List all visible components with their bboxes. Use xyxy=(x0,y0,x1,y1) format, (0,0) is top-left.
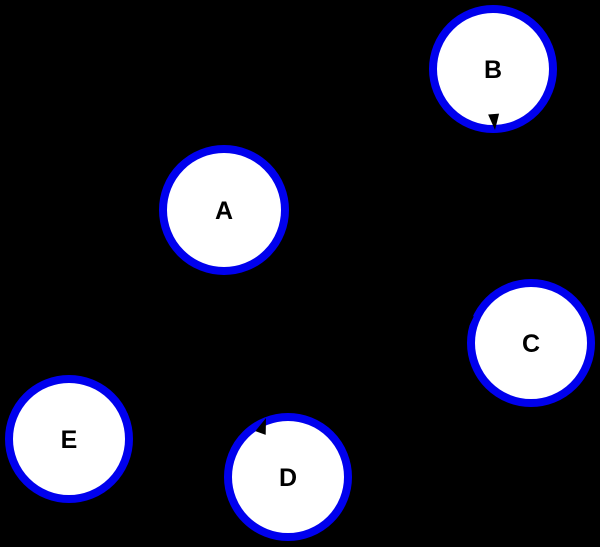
node-circle-c[interactable] xyxy=(467,279,595,407)
graph-node-a[interactable]: A xyxy=(159,145,289,275)
arrowheads-layer xyxy=(255,113,500,435)
graph-node-b[interactable]: B xyxy=(429,5,557,133)
node-circle-a[interactable] xyxy=(159,145,289,275)
node-label-c: C xyxy=(522,330,540,358)
edges-layer xyxy=(127,95,477,469)
node-label-d: D xyxy=(279,464,297,492)
node-circle-d[interactable] xyxy=(224,413,352,541)
node-label-e: E xyxy=(61,426,78,454)
graph-node-d[interactable]: D xyxy=(224,413,352,541)
arrowhead-into-d xyxy=(255,418,266,435)
graph-edge-a-to-c xyxy=(279,232,477,321)
nodes-layer: A B C D E xyxy=(5,5,595,541)
node-label-b: B xyxy=(484,56,502,84)
node-circle-b[interactable] xyxy=(429,5,557,133)
arrowhead-into-c xyxy=(458,316,474,332)
graph-edge-e-to-d xyxy=(127,447,230,469)
arrowhead-into-b xyxy=(488,113,500,130)
graph-node-c[interactable]: C xyxy=(467,279,595,407)
node-circle-e[interactable] xyxy=(5,375,133,503)
graph-edge-a-to-b xyxy=(277,95,441,184)
graph-node-e[interactable]: E xyxy=(5,375,133,503)
node-label-a: A xyxy=(215,197,233,225)
